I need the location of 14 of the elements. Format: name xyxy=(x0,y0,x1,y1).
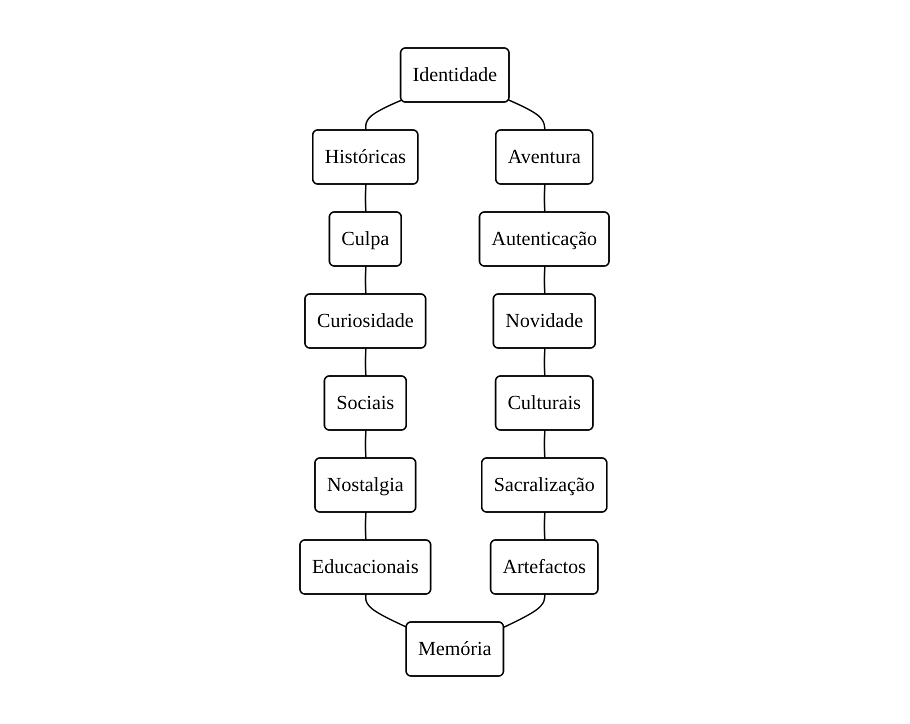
connector xyxy=(365,266,368,295)
connector xyxy=(544,512,546,541)
connector xyxy=(365,430,368,459)
connector xyxy=(544,430,546,459)
connector xyxy=(544,184,546,213)
connector xyxy=(365,99,403,131)
connector xyxy=(365,594,408,628)
connector xyxy=(365,512,368,541)
connector xyxy=(365,348,368,377)
connector xyxy=(365,184,368,213)
connector xyxy=(504,594,546,628)
connector xyxy=(544,266,546,295)
connector xyxy=(544,348,546,377)
connector xyxy=(508,99,546,131)
